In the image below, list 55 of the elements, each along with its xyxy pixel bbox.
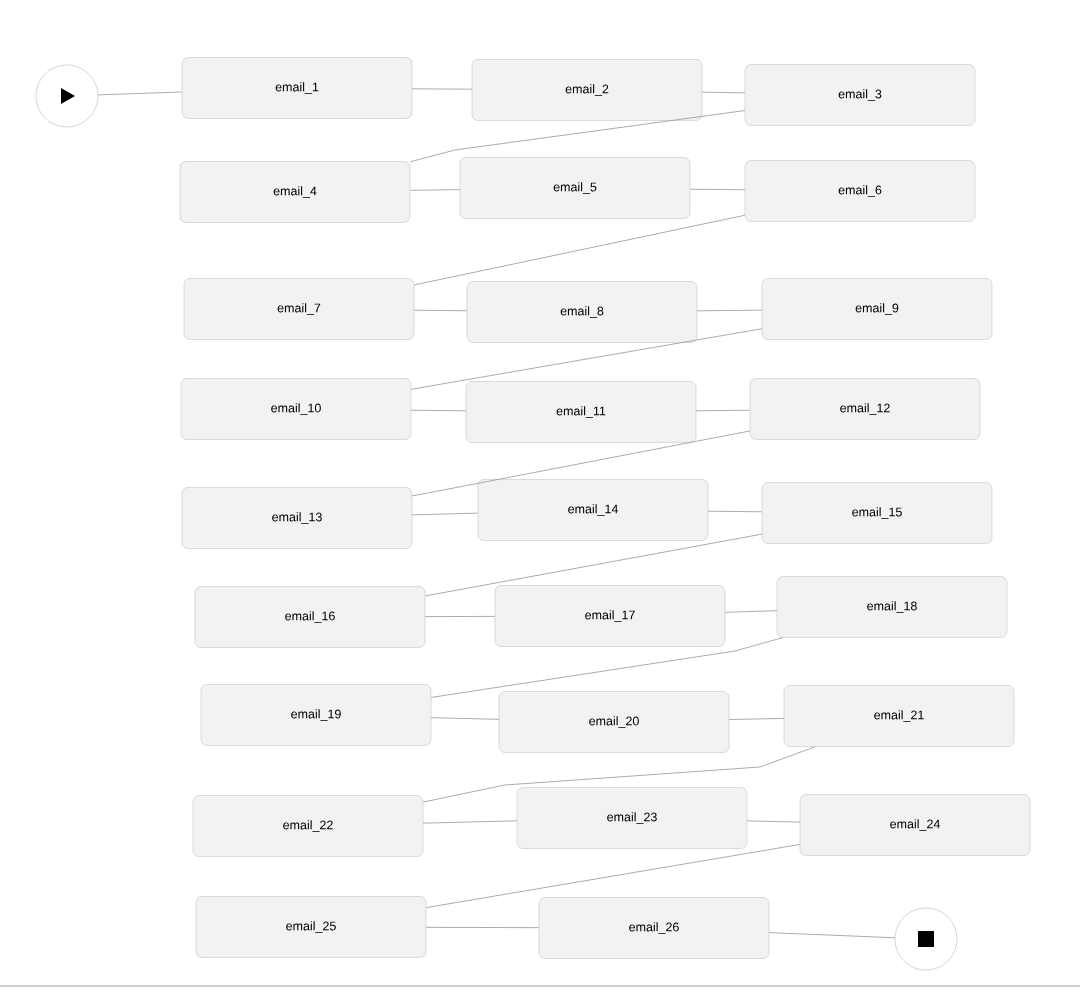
connector-line — [746, 820, 801, 823]
email-box: email_8 — [466, 281, 698, 343]
email-box: email_21 — [783, 685, 1015, 747]
email-box: email_14 — [477, 479, 709, 541]
email-box: email_12 — [749, 378, 981, 440]
connector-line — [422, 746, 816, 803]
connector-line — [768, 932, 896, 939]
email-box: email_24 — [799, 794, 1031, 856]
connector-line — [97, 91, 183, 96]
connector-line — [413, 309, 468, 312]
email-box: email_10 — [180, 378, 412, 440]
connector-line — [425, 844, 801, 909]
connector-line — [696, 309, 763, 312]
email-box: email_7 — [183, 278, 415, 340]
connector-line — [701, 91, 746, 94]
end-circle — [894, 907, 958, 971]
email-box: email_19 — [200, 684, 432, 746]
connector-line — [413, 214, 746, 286]
connector-line — [411, 88, 473, 90]
connector-line — [411, 512, 479, 516]
connector-line — [422, 820, 518, 824]
email-box: email_4 — [179, 161, 411, 223]
email-box: email_13 — [181, 487, 413, 549]
connector-line — [689, 188, 746, 191]
connector-line — [411, 430, 751, 497]
email-box: email_2 — [471, 59, 703, 121]
email-box: email_23 — [516, 787, 748, 849]
email-box: email_3 — [744, 64, 976, 126]
connector-line — [409, 110, 746, 163]
email-box: email_11 — [465, 381, 697, 443]
connector-line — [425, 926, 540, 929]
email-box: email_25 — [195, 896, 427, 958]
start-circle — [35, 64, 99, 128]
connector-line — [410, 409, 467, 412]
email-box: email_22 — [192, 795, 424, 857]
connector-line — [410, 328, 763, 390]
email-box: email_5 — [459, 157, 691, 219]
connector-line — [430, 717, 500, 720]
connector-line — [724, 610, 778, 613]
connector-line — [409, 189, 461, 191]
email-box: email_15 — [761, 482, 993, 544]
connector-line — [707, 510, 763, 513]
email-box: email_9 — [761, 278, 993, 340]
connector-line — [424, 616, 496, 617]
connector-line — [424, 533, 763, 597]
email-box: email_26 — [538, 897, 770, 959]
email-box: email_17 — [494, 585, 726, 647]
email-box: email_16 — [194, 586, 426, 648]
connector-line — [728, 718, 785, 720]
connector-line — [695, 409, 751, 412]
email-box: email_6 — [744, 160, 976, 222]
connector-line — [430, 637, 783, 698]
email-box: email_18 — [776, 576, 1008, 638]
email-box: email_1 — [181, 57, 413, 119]
email-box: email_20 — [498, 691, 730, 753]
